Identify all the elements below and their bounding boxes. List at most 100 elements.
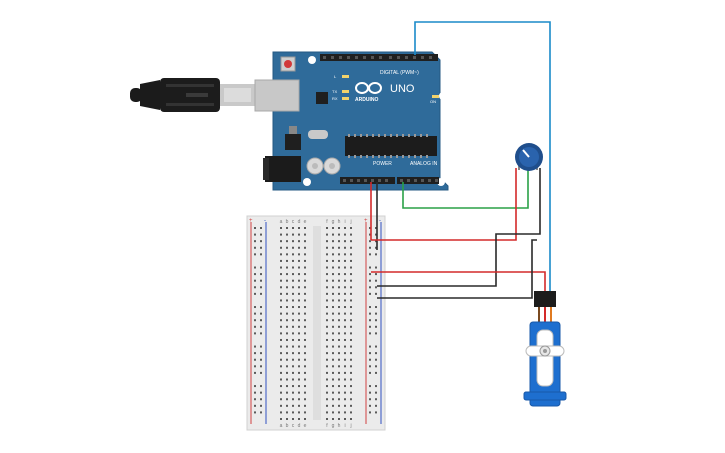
breadboard-hole[interactable] bbox=[338, 365, 340, 368]
breadboard-hole[interactable] bbox=[254, 411, 256, 414]
breadboard-hole[interactable] bbox=[338, 227, 340, 229]
breadboard-hole[interactable] bbox=[292, 358, 294, 361]
breadboard-hole[interactable] bbox=[326, 385, 328, 388]
breadboard-hole[interactable] bbox=[292, 345, 294, 348]
breadboard-hole[interactable] bbox=[304, 266, 306, 269]
breadboard-hole[interactable] bbox=[344, 246, 346, 249]
breadboard-hole[interactable] bbox=[292, 391, 294, 394]
breadboard-hole[interactable] bbox=[338, 259, 340, 262]
breadboard-hole[interactable] bbox=[326, 358, 328, 361]
breadboard-hole[interactable] bbox=[254, 319, 256, 322]
breadboard-hole[interactable] bbox=[332, 325, 334, 328]
breadboard-hole[interactable] bbox=[332, 273, 334, 276]
breadboard-hole[interactable] bbox=[344, 391, 346, 394]
breadboard-hole[interactable] bbox=[254, 286, 256, 289]
breadboard-hole[interactable] bbox=[350, 332, 352, 335]
breadboard-hole[interactable] bbox=[280, 233, 282, 236]
breadboard-hole[interactable] bbox=[369, 240, 371, 243]
breadboard-hole[interactable] bbox=[369, 391, 371, 394]
breadboard-hole[interactable] bbox=[350, 292, 352, 295]
breadboard-hole[interactable] bbox=[292, 418, 294, 420]
breadboard-hole[interactable] bbox=[344, 292, 346, 295]
breadboard-hole[interactable] bbox=[280, 411, 282, 414]
breadboard-hole[interactable] bbox=[369, 253, 371, 256]
breadboard-hole[interactable] bbox=[304, 385, 306, 388]
breadboard-hole[interactable] bbox=[332, 385, 334, 388]
breadboard-hole[interactable] bbox=[338, 385, 340, 388]
breadboard-hole[interactable] bbox=[280, 312, 282, 315]
breadboard-hole[interactable] bbox=[350, 266, 352, 269]
breadboard-hole[interactable] bbox=[332, 292, 334, 295]
breadboard-hole[interactable] bbox=[304, 404, 306, 407]
breadboard-hole[interactable] bbox=[298, 286, 300, 289]
breadboard-hole[interactable] bbox=[350, 259, 352, 262]
breadboard-hole[interactable] bbox=[292, 227, 294, 229]
breadboard-hole[interactable] bbox=[350, 398, 352, 401]
breadboard-hole[interactable] bbox=[304, 306, 306, 309]
breadboard-hole[interactable] bbox=[254, 306, 256, 309]
breadboard-hole[interactable] bbox=[298, 411, 300, 414]
breadboard-hole[interactable] bbox=[326, 233, 328, 236]
breadboard-hole[interactable] bbox=[332, 411, 334, 414]
breadboard-hole[interactable] bbox=[260, 306, 262, 309]
breadboard-hole[interactable] bbox=[338, 325, 340, 328]
breadboard-hole[interactable] bbox=[344, 253, 346, 256]
breadboard-hole[interactable] bbox=[326, 306, 328, 309]
breadboard-hole[interactable] bbox=[304, 312, 306, 315]
breadboard-hole[interactable] bbox=[280, 338, 282, 341]
breadboard-hole[interactable] bbox=[280, 391, 282, 394]
breadboard-hole[interactable] bbox=[280, 286, 282, 289]
breadboard-hole[interactable] bbox=[350, 273, 352, 276]
breadboard-hole[interactable] bbox=[338, 352, 340, 355]
breadboard-hole[interactable] bbox=[292, 319, 294, 322]
breadboard-hole[interactable] bbox=[254, 273, 256, 276]
breadboard-hole[interactable] bbox=[292, 378, 294, 381]
breadboard-hole[interactable] bbox=[332, 227, 334, 229]
breadboard-hole[interactable] bbox=[280, 365, 282, 368]
breadboard-hole[interactable] bbox=[338, 371, 340, 374]
breadboard-hole[interactable] bbox=[304, 273, 306, 276]
breadboard-hole[interactable] bbox=[292, 240, 294, 243]
breadboard-hole[interactable] bbox=[375, 332, 377, 335]
breadboard-hole[interactable] bbox=[338, 418, 340, 420]
breadboard-hole[interactable] bbox=[304, 325, 306, 328]
breadboard-hole[interactable] bbox=[369, 312, 371, 315]
breadboard-hole[interactable] bbox=[375, 227, 377, 229]
breadboard-hole[interactable] bbox=[375, 358, 377, 361]
breadboard-hole[interactable] bbox=[292, 266, 294, 269]
breadboard-hole[interactable] bbox=[286, 227, 288, 229]
breadboard-hole[interactable] bbox=[332, 246, 334, 249]
breadboard-hole[interactable] bbox=[254, 404, 256, 407]
breadboard-hole[interactable] bbox=[286, 233, 288, 236]
breadboard-hole[interactable] bbox=[292, 398, 294, 401]
breadboard-hole[interactable] bbox=[254, 312, 256, 315]
breadboard-hole[interactable] bbox=[292, 253, 294, 256]
breadboard-hole[interactable] bbox=[332, 371, 334, 374]
breadboard-hole[interactable] bbox=[338, 279, 340, 282]
breadboard-hole[interactable] bbox=[254, 292, 256, 295]
breadboard-hole[interactable] bbox=[344, 259, 346, 262]
breadboard-hole[interactable] bbox=[286, 279, 288, 282]
breadboard-hole[interactable] bbox=[260, 286, 262, 289]
breadboard-hole[interactable] bbox=[369, 385, 371, 388]
breadboard-hole[interactable] bbox=[338, 391, 340, 394]
breadboard-hole[interactable] bbox=[375, 273, 377, 276]
breadboard-hole[interactable] bbox=[332, 312, 334, 315]
breadboard-hole[interactable] bbox=[304, 286, 306, 289]
breadboard-hole[interactable] bbox=[350, 385, 352, 388]
breadboard-hole[interactable] bbox=[286, 365, 288, 368]
breadboard-hole[interactable] bbox=[332, 259, 334, 262]
breadboard-hole[interactable] bbox=[292, 246, 294, 249]
breadboard-hole[interactable] bbox=[344, 227, 346, 229]
breadboard-hole[interactable] bbox=[298, 279, 300, 282]
breadboard-hole[interactable] bbox=[260, 233, 262, 236]
breadboard-hole[interactable] bbox=[286, 292, 288, 295]
breadboard-hole[interactable] bbox=[338, 292, 340, 295]
breadboard-hole[interactable] bbox=[344, 365, 346, 368]
breadboard-hole[interactable] bbox=[254, 365, 256, 368]
breadboard-hole[interactable] bbox=[304, 411, 306, 414]
breadboard-hole[interactable] bbox=[304, 358, 306, 361]
breadboard-hole[interactable] bbox=[298, 259, 300, 262]
breadboard-hole[interactable] bbox=[260, 332, 262, 335]
breadboard-hole[interactable] bbox=[280, 259, 282, 262]
